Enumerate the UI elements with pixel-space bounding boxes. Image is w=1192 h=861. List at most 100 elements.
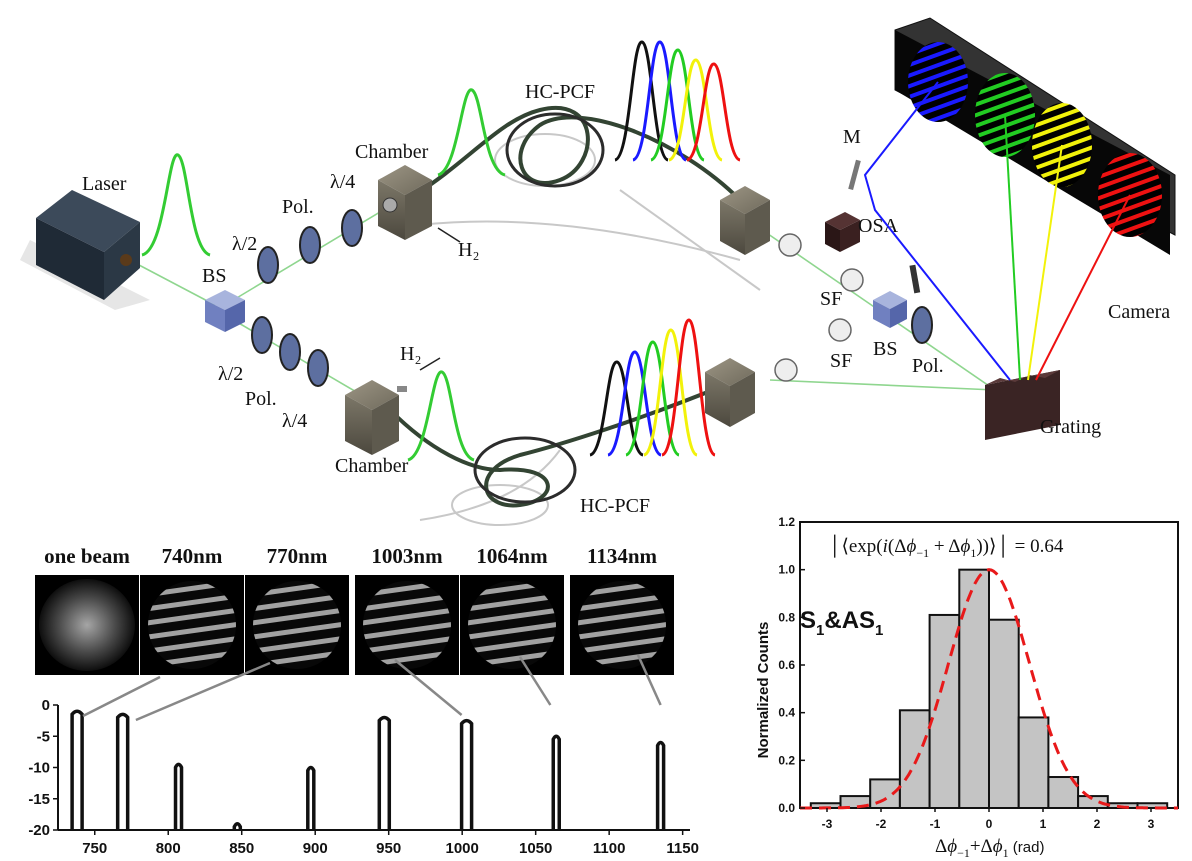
histogram-x-tick-label: 0: [986, 817, 993, 831]
quarter-wave-top-label: λ/4: [330, 171, 355, 193]
spectrum-x-tick-label: 1000: [445, 840, 478, 857]
mirror: M: [843, 126, 861, 191]
fringe-pattern: [578, 581, 666, 669]
spectrum-peak: [173, 762, 184, 830]
histogram-bar: [1077, 795, 1109, 809]
quarter-wave-bottom-label: λ/4: [282, 410, 307, 432]
histogram-annotation: S1&AS1: [800, 607, 883, 639]
grating-label: Grating: [1040, 416, 1101, 438]
histogram-ylabel: Normalized Counts: [755, 622, 772, 759]
spectral-pulses-top: [614, 40, 741, 162]
h2-top-label: H₂: [458, 239, 479, 261]
fringe-title: 1064nm: [476, 544, 548, 568]
fringe-pointer-arrow: [636, 654, 662, 706]
spectrum-peak: [551, 734, 562, 830]
beam-splitter-left: BS: [202, 265, 245, 332]
histogram-bar: [898, 709, 931, 809]
fringe-row: one beam 740nm 770nm 1003nm 1064nm 1134nm: [35, 544, 674, 675]
histogram-bar: [988, 618, 1020, 810]
laser-source: Laser: [36, 173, 140, 300]
histogram-y-tick-label: 1.2: [778, 515, 795, 529]
dispersed-beams: [863, 81, 1131, 381]
fringe-title: 770nm: [267, 544, 328, 568]
spectrum-x-tick-label: 900: [303, 840, 328, 857]
fringe-panel: 770nm: [245, 544, 349, 675]
optics-bottom-arm: [251, 316, 329, 387]
histogram-y-tick-label: 0.0: [778, 801, 795, 815]
sf-top-label: SF: [820, 288, 842, 310]
spectrum-x-tick-label: 950: [376, 840, 401, 857]
laser-label: Laser: [82, 173, 127, 195]
fringe-pointer-arrow: [518, 656, 552, 706]
fringe-panel: 740nm: [140, 544, 244, 675]
camera-screen: Camera: [894, 17, 1176, 323]
spectrum-peak: [306, 765, 316, 830]
right-mirror: [909, 264, 921, 294]
fringe-panel: one beam: [35, 544, 139, 675]
chamber-top-label: Chamber: [355, 141, 429, 163]
chamber-bottom-label: Chamber: [335, 455, 409, 477]
spectrum-x-tick-label: 1050: [519, 840, 552, 857]
hcpcf-bottom-label: HC-PCF: [580, 495, 650, 517]
histogram-bar: [1017, 716, 1050, 810]
osa: OSA: [825, 212, 899, 252]
spectrum-x-tick-label: 1100: [593, 840, 626, 857]
fringe-title: 1134nm: [587, 544, 658, 568]
optics-top-arm: [257, 209, 363, 284]
fringe-panel: 1064nm: [460, 544, 564, 675]
histogram-y-tick-label: 0.4: [778, 706, 795, 720]
histogram-bar: [1136, 802, 1169, 810]
chamber-bottom: Chamber H₂: [335, 343, 441, 477]
fringe-panel: 1003nm: [355, 544, 459, 675]
pol-bottom-label: Pol.: [245, 388, 277, 410]
histogram-y-tick-label: 0.2: [778, 753, 795, 767]
fringe-pointer-arrow: [135, 661, 271, 722]
hc-pcf-bottom: [388, 383, 726, 508]
spectrum-y-tick-label: -5: [37, 728, 50, 745]
phase-histogram: │⟨exp(i(Δϕ−1 + Δϕ1))⟩│ = 0.64 S1&AS1 Nor…: [755, 515, 1179, 860]
hc-pcf-top: [413, 106, 742, 202]
histogram-bar: [928, 613, 961, 810]
spectrum-peak: [655, 740, 666, 830]
spectral-pulses-bottom: [589, 318, 716, 457]
spectrum-x-tick-label: 800: [156, 840, 181, 857]
histogram-x-tick-label: -1: [930, 817, 941, 831]
output-box-bottom: [705, 358, 755, 427]
histogram-x-tick-label: 3: [1148, 817, 1155, 831]
beam-splitter-right: BS: [873, 291, 907, 360]
fringe-pointer-arrow: [82, 675, 161, 718]
spatial-filters: [774, 233, 864, 382]
fringe-pointer-arrow: [394, 659, 463, 716]
fringe-title: 1003nm: [371, 544, 443, 568]
histogram-bar: [869, 778, 901, 810]
fringe-pattern: [148, 581, 236, 669]
spectrum-y-tick-label: -15: [28, 791, 50, 808]
chamber-top: Chamber H₂: [355, 141, 479, 261]
output-box-top: [720, 186, 770, 255]
fringe-beam-spot: [39, 579, 135, 671]
histogram-y-tick-label: 1.0: [778, 563, 795, 577]
histogram-xlabel-unit: (rad): [1013, 839, 1045, 856]
fringe-title: 740nm: [162, 544, 223, 568]
spectrum-x-tick-label: 1150: [666, 840, 699, 857]
histogram-x-tick-label: 1: [1040, 817, 1047, 831]
spectrum-peak: [115, 712, 130, 830]
grating: Grating: [985, 370, 1101, 440]
histogram-y-tick-label: 0.8: [778, 610, 795, 624]
fringe-pattern: [363, 581, 451, 669]
hcpcf-top-label: HC-PCF: [525, 81, 595, 103]
spectrum-y-tick-label: 0: [42, 697, 50, 714]
osa-label: OSA: [858, 215, 899, 237]
histogram-y-tick-label: 0.6: [778, 658, 795, 672]
spectrum-peak: [377, 715, 392, 830]
h2-bottom-label: H₂: [400, 343, 421, 365]
polarizer-right: [911, 306, 933, 344]
pol-top-label: Pol.: [282, 196, 314, 218]
half-wave-top-label: λ/2: [232, 233, 257, 255]
spectrum-y-tick-label: -20: [28, 822, 50, 839]
spectrum-peak: [70, 709, 84, 830]
bs-left-label: BS: [202, 265, 226, 287]
spectrum-y-tick-label: -10: [28, 760, 50, 777]
bs-right-label: BS: [873, 338, 897, 360]
